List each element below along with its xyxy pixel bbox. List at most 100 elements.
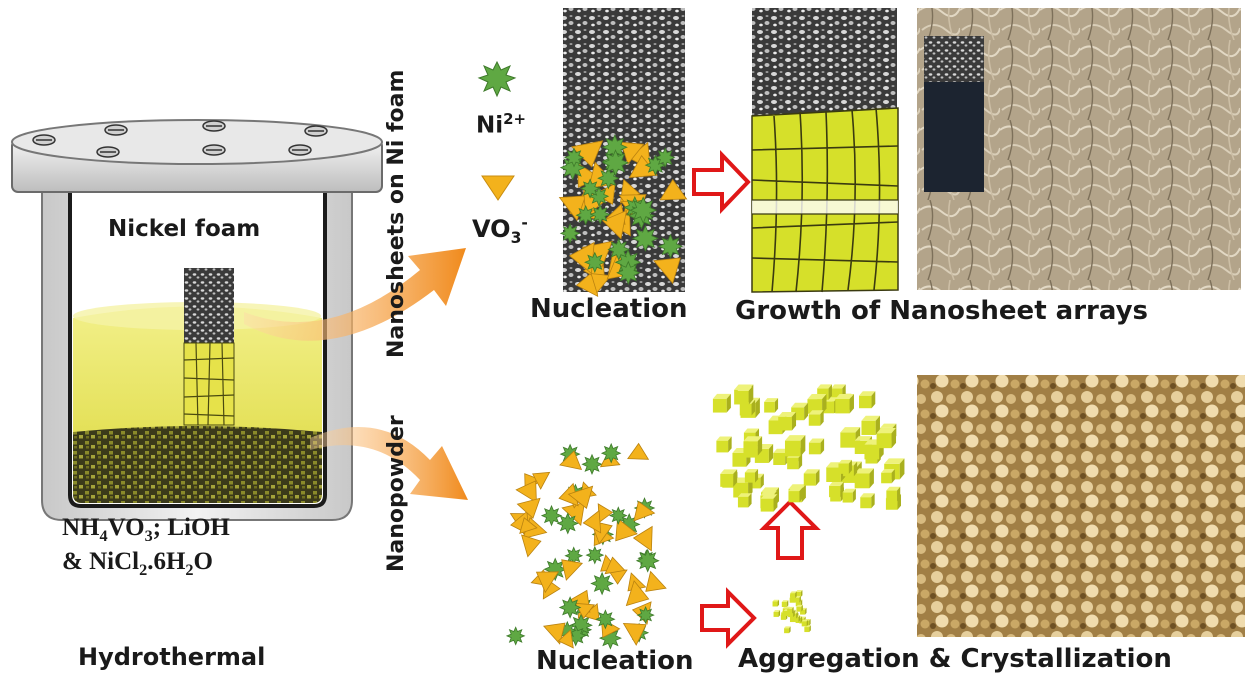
vo3-seed [633,500,656,522]
sem-image-nanopowder [917,375,1245,637]
vo3-seed [620,141,645,165]
vo3-seed [601,209,628,240]
small-crystal [796,604,803,612]
aggregated-crystal [778,411,797,431]
aggregated-crystal [737,387,753,403]
vo3-ion-icon [481,175,515,201]
ni-seed [607,238,631,261]
nucleation-top-label: Nucleation [530,294,688,324]
aggregated-crystal [835,393,854,414]
small-crystal [781,600,789,607]
vo3-seed [521,534,542,558]
small-crystal-cluster [772,590,811,634]
nucleation-seeds-bottom [505,442,667,650]
ni-seed [556,512,579,535]
ni-seed [564,147,585,168]
ni-seed [629,196,658,225]
vo3-seed [597,503,614,524]
nanosheet-array-panel [751,8,899,293]
aggregated-crystal [886,486,901,502]
aggregated-crystal [784,435,806,457]
vo3-seed [557,629,574,649]
aggregated-crystal [838,459,852,474]
ni-seed [585,545,605,565]
aggregated-crystal [842,488,856,503]
aggregated-crystal [854,468,874,489]
ni-seed [635,548,660,573]
vo3-ion-label: VO3- [472,214,528,247]
nanosheets-on-ni-foam-label: Nanosheets on Ni foam [384,69,409,358]
ni-seed [558,596,582,619]
aggregated-crystal [744,468,759,483]
vo3-seed [543,622,566,645]
aggregated-crystal [743,436,763,456]
process-arrow-up [759,499,821,560]
ni-seed [505,626,526,646]
aggregated-crystal [803,469,820,486]
small-crystal [773,610,781,617]
vo3-seed [515,480,537,504]
flow-arrows [244,248,468,500]
ni-seed [600,442,622,464]
ni-seed [601,134,628,161]
vo3-seed [559,450,583,471]
sem-inset-foam [924,36,984,82]
nucleation-bottom-label: Nucleation [536,646,694,676]
ni-seed [631,224,659,252]
ni-seed [564,546,584,566]
vo3-seed [615,517,638,542]
sem-image-nanosheets [917,8,1241,290]
vo3-seed [625,580,650,607]
nickel-foam-label: Nickel foam [108,216,261,242]
ni-seed [581,453,603,476]
vo3-seed [516,497,541,519]
aggregated-crystal [881,468,895,484]
hydrothermal-label: Hydrothermal [78,643,266,671]
aggregated-crystal [764,398,779,413]
aggregated-crystal [712,393,731,413]
ni-seed [589,204,611,225]
aggregated-crystal [859,391,876,409]
vo3-seed [659,178,688,201]
aggregated-crystal [760,494,778,512]
aggregated-crystal [788,487,803,503]
ni-seed [616,260,641,286]
vo3-seed [519,517,538,535]
ni-seed [590,571,614,596]
ni-seed [608,506,628,525]
ni-ion-icon [477,60,517,98]
sem-inset-coated [924,82,984,192]
ni-seed [559,222,581,244]
aggregated-crystal [807,393,827,414]
aggregated-crystal-cluster [712,384,905,512]
vo3-seed [632,525,653,552]
ni-seed [636,605,655,625]
flow-arrow-to-nanopowder [310,427,468,500]
growth-label: Growth of Nanosheet arrays [735,296,1149,326]
ni-seed [579,178,601,199]
vo3-seed [645,570,667,592]
hydrothermal-autoclave [11,119,383,521]
aggregated-crystal [716,436,732,453]
nucleation-on-foam [558,8,688,298]
vessel-nanosheets [183,342,235,426]
ni-ion-label: Ni2+ [476,110,527,139]
ni-seed [657,233,684,259]
top-nucleation-foam [563,8,685,140]
vo3-seed [627,442,650,460]
nanopowder-label: Nanopowder [384,415,409,572]
grown-nanosheets [751,107,899,293]
lid-bolts [32,120,328,158]
vo3-seed [604,556,626,575]
aggregated-crystal [808,410,824,426]
ni-seed [597,167,620,190]
small-crystal [784,626,791,634]
ni-seed [575,204,596,226]
ni-seed [654,147,676,168]
reagents-line-2: & NiCl2.6H2O [62,548,213,579]
aggregated-crystal [876,427,897,449]
vo3-seed [590,273,612,294]
small-crystal [772,599,780,607]
